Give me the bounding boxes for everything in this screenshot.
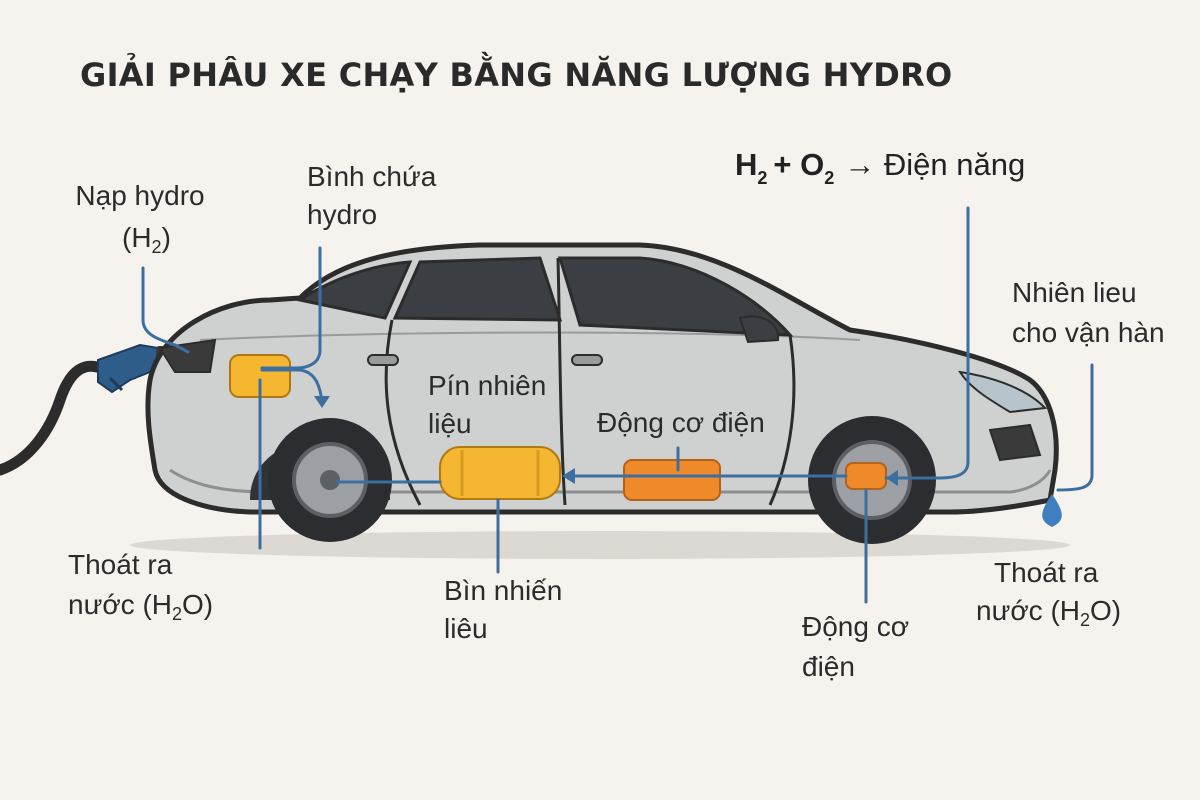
label-fuel-tank: Bìn nhiến liêu <box>444 575 570 644</box>
electric-motor-icon <box>623 459 721 501</box>
eq-h: H <box>735 147 757 182</box>
label-exhaust-right-formula: nước (H2O) <box>976 595 1121 630</box>
label-exhaust-right: Thoát ra <box>994 557 1099 588</box>
diagram-title: GIẢI PHÂU XE CHẠY BẰNG NĂNG LƯỢNG HYDRO <box>80 52 953 94</box>
rear-wheel-icon <box>250 418 392 542</box>
eq-plus-o: + O <box>773 147 824 182</box>
water-drop-icon <box>1042 494 1062 527</box>
label-electric-motor-bottom: Động cơ điện <box>802 611 917 682</box>
eq-o-sub: 2 <box>824 168 834 188</box>
label-refuel-formula: (H2) <box>122 222 171 257</box>
label-fuel-cell: Pín nhiên liệu <box>428 370 554 439</box>
fuel-cell-icon <box>439 446 561 500</box>
arrow-head <box>314 396 330 408</box>
label-exhaust-left: Thoát ra <box>68 549 173 580</box>
ground-shadow <box>130 531 1070 559</box>
label-refuel-line1: Nạp hydro <box>75 180 204 211</box>
arrow-head <box>886 470 898 486</box>
leader-lines <box>141 206 1094 604</box>
reaction-equation: H2+ O2→ Điện năng <box>735 147 1025 188</box>
label-electric-motor-top: Động cơ điện <box>597 407 765 438</box>
fuel-hose <box>0 360 111 476</box>
label-exhaust-left-formula: nước (H2O) <box>68 589 213 624</box>
eq-h-sub: 2 <box>757 168 767 188</box>
eq-result: → Điện năng <box>844 147 1025 182</box>
label-refuel: Nạp hydro <box>75 180 204 211</box>
arrow-head <box>562 468 575 484</box>
front-motor-icon <box>845 462 887 490</box>
label-fuel-for-operation: Nhiên lieu cho vận hàn <box>1012 277 1165 348</box>
label-hydrogen-tank: Bình chứa hydro <box>307 161 444 230</box>
